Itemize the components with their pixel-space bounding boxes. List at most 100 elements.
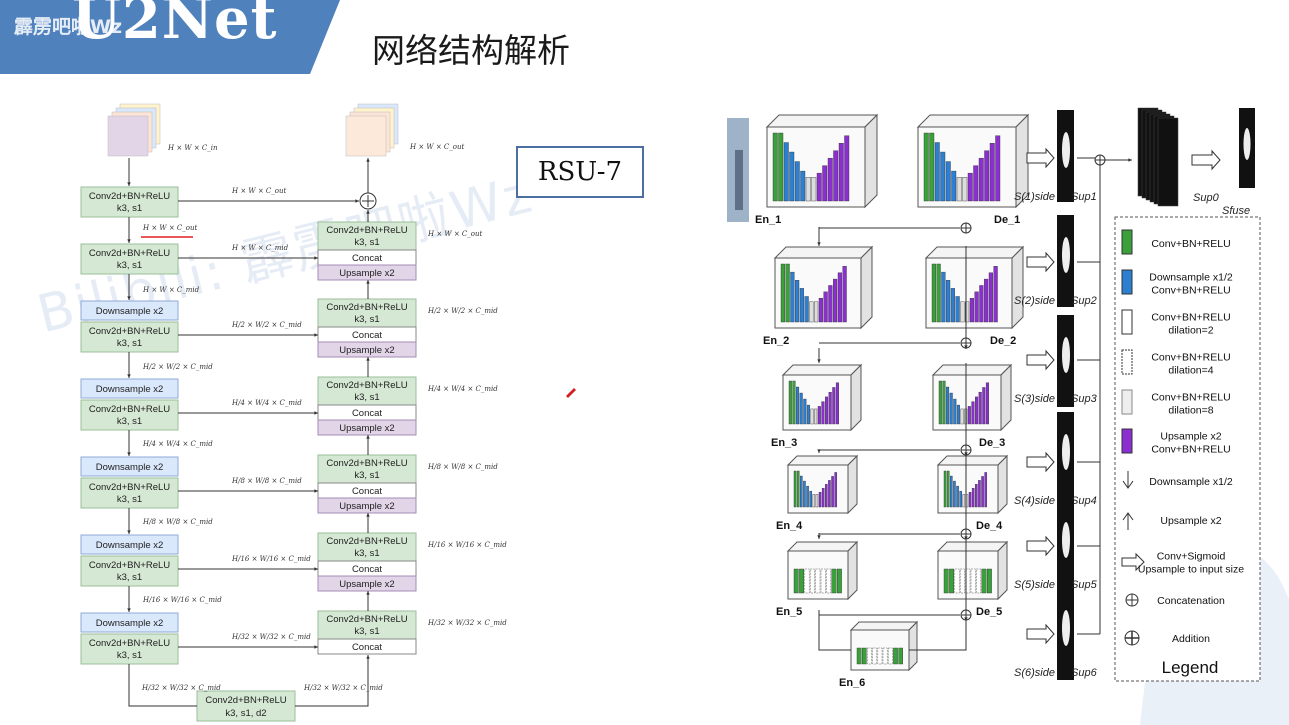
conv-label: Conv2d+BN+ReLU: [89, 638, 170, 649]
downsample-block: [80, 456, 179, 477]
decoder-dim-label: H/4 × W/4 × C_mid: [427, 385, 498, 393]
side-label: S(5)side: [1014, 579, 1055, 591]
arrow-head: [366, 357, 370, 361]
encoder-dim-label: H × W × C_out: [142, 224, 198, 232]
banner-title: U2Net: [72, 0, 278, 52]
rsu7-label: RSU-7: [516, 146, 644, 198]
side-output-silhouette: [1062, 337, 1070, 373]
conv-label: Conv2d+BN+ReLU: [326, 302, 407, 313]
legend-label-line: Conv+BN+RELU: [1151, 444, 1230, 456]
sup-label: Sup3: [1071, 393, 1098, 405]
skip-dim-label: H/16 × W/16 × C_mid: [231, 555, 311, 563]
feature-bar: [842, 266, 847, 323]
cube-top: [765, 114, 879, 128]
encoder-conv-block: [80, 555, 179, 587]
feature-bar: [799, 392, 803, 425]
feature-bar: [893, 647, 898, 665]
banner-watermark: 霹雳吧啦Wz: [14, 16, 123, 38]
decoder-label: De_1: [994, 214, 1020, 226]
concat-label: Concat: [352, 330, 382, 341]
feature-bar: [827, 157, 833, 202]
legend-item-label: Upsample x2: [1160, 515, 1221, 527]
downsample-label: Downsample x2: [96, 306, 164, 317]
feature-bar: [823, 291, 828, 323]
feature-bar: [950, 475, 953, 508]
sup-label: Sup1: [1071, 191, 1097, 203]
arrow-head: [366, 280, 370, 284]
feature-bar: [984, 150, 990, 202]
conv-params: k3, s1: [354, 548, 379, 559]
conv-label: Conv2d+BN+ReLU: [326, 225, 407, 236]
feature-bar: [833, 150, 839, 202]
encoder-conv-block: [80, 399, 179, 431]
sup-label: Sup4: [1071, 495, 1097, 507]
conv-params: k3, s1: [354, 626, 379, 637]
cube-side: [860, 245, 873, 330]
conv-label: Conv2d+BN+ReLU: [89, 560, 170, 571]
side-output-silhouette: [1062, 237, 1070, 273]
decoder-dim-label: H/2 × W/2 × C_mid: [427, 307, 498, 315]
feature-bar: [978, 157, 984, 202]
right-arrow-icon: [1121, 552, 1145, 572]
feature-bar: [826, 568, 832, 594]
skip-dim-label: H × W × C_mid: [231, 244, 289, 252]
concat-label: Concat: [352, 642, 382, 653]
cube-top: [786, 541, 859, 552]
feature-bar: [982, 387, 986, 425]
feature-bar: [960, 301, 965, 323]
white-block-icon: [1121, 309, 1133, 335]
input-feature-stack: [107, 103, 161, 157]
feature-bar: [968, 492, 972, 508]
fuse-map-layer: [1157, 117, 1179, 207]
feature-bar: [942, 380, 946, 425]
arrow-head: [817, 242, 821, 246]
upsample-label: Upsample x2: [339, 579, 394, 590]
arrow-head: [366, 210, 370, 214]
feature-bar: [971, 401, 975, 425]
feature-bar: [793, 568, 799, 594]
skip-dim-label: H/2 × W/2 × C_mid: [231, 321, 302, 329]
feature-bar: [818, 298, 823, 323]
feature-bar: [962, 494, 966, 508]
arrow-head: [964, 536, 968, 540]
conv-sigmoid-arrow-icon: [1191, 149, 1221, 171]
legend-label-line: Upsample to input size: [1138, 564, 1244, 576]
feature-bar: [778, 132, 784, 202]
feature-bar: [834, 472, 837, 508]
conv-params: k3, s1: [117, 572, 142, 583]
feature-bar: [793, 470, 797, 508]
cube-side: [847, 454, 858, 515]
arrow-head: [366, 435, 370, 439]
down-arrow-head: [1122, 480, 1134, 489]
feature-bar: [960, 568, 965, 594]
feature-bar: [956, 404, 960, 425]
feature-bar: [943, 470, 947, 508]
downsample-block: [80, 534, 179, 555]
feature-bar: [956, 485, 959, 508]
feature-bar: [833, 278, 838, 323]
downsample-label: Downsample x2: [96, 462, 164, 473]
feature-bar: [799, 288, 804, 323]
upsample-block: [317, 419, 417, 436]
feature-bar: [806, 404, 810, 425]
upsample-label: Upsample x2: [339, 345, 394, 356]
feature-bar: [832, 387, 836, 425]
fuse-label: Sup0: [1193, 192, 1220, 204]
feature-bar: [981, 568, 987, 594]
downsample-block: [80, 300, 179, 321]
cube-top: [781, 364, 863, 376]
decoder-conv-block: [317, 221, 417, 251]
cube-top: [924, 246, 1025, 259]
side-label: S(3)side: [1014, 393, 1055, 405]
feature-bar: [969, 298, 974, 323]
legend-label-line: Conv+BN+RELU: [1151, 238, 1230, 250]
feature-bar: [984, 472, 987, 508]
feature-bar: [993, 266, 998, 323]
legend-label-line: Concatenation: [1157, 595, 1225, 607]
feature-bar: [974, 291, 979, 323]
arrow-head: [127, 608, 131, 612]
feature-bar: [800, 170, 806, 202]
conv-sigmoid-arrow-icon: [1026, 251, 1055, 273]
